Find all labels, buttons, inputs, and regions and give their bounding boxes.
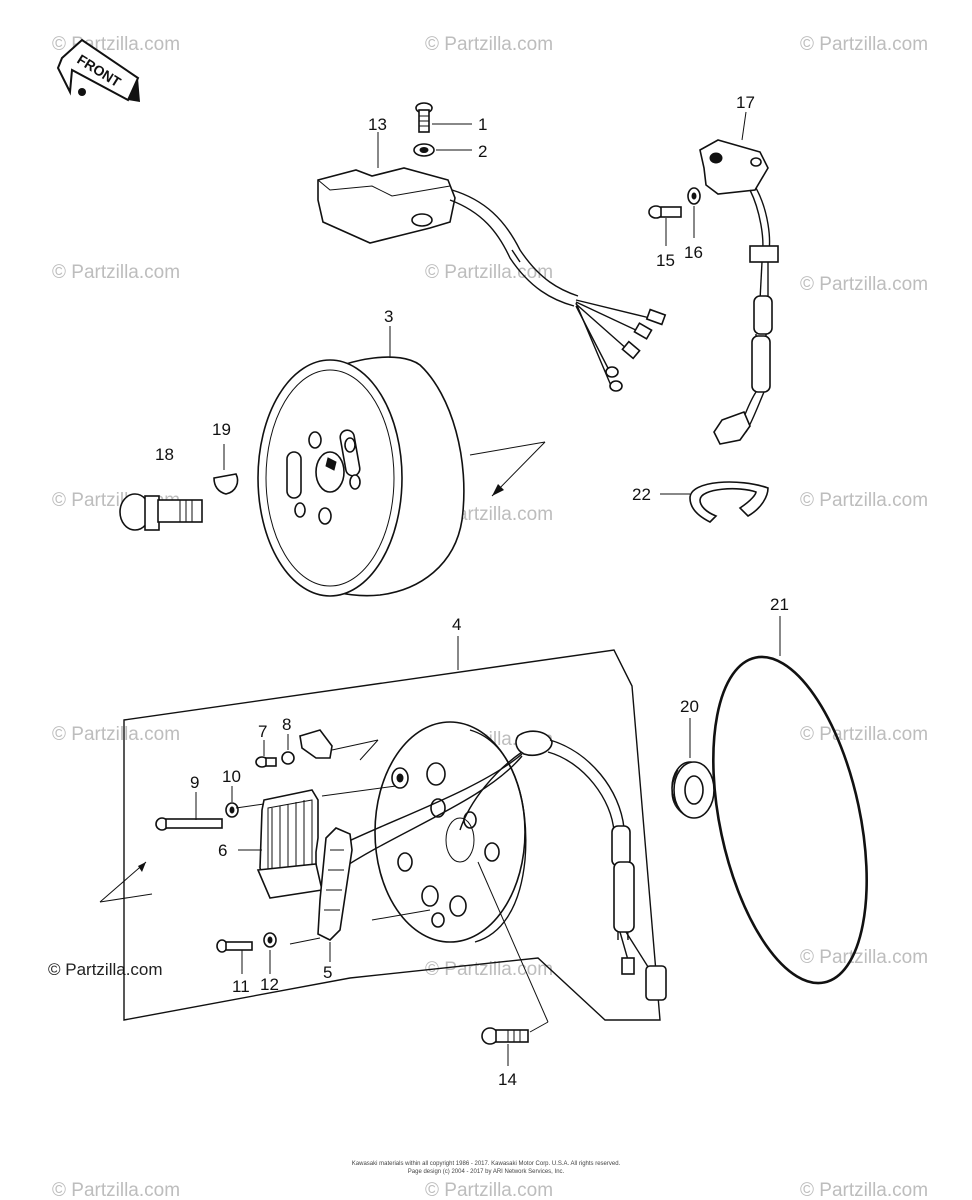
callout-7: 7 [258, 722, 267, 741]
o-ring-part [712, 655, 868, 985]
flywheel-bolt-part-18 [119, 493, 203, 531]
callout-1: 1 [478, 115, 487, 134]
washer-part-12 [263, 932, 277, 948]
callout-11: 11 [232, 977, 250, 996]
callout-17: 17 [736, 93, 755, 112]
callout-8: 8 [282, 715, 291, 734]
watermark-text: © Partzilla.com [425, 262, 553, 283]
callout-12: 12 [260, 975, 279, 994]
flywheel-rotor-part [257, 356, 465, 597]
pickup-coil-part [699, 139, 779, 445]
callout-5: 5 [323, 963, 332, 982]
watermark-text-dark: © Partzilla.com [48, 960, 163, 979]
screw-part-15 [648, 205, 682, 219]
watermark-text: © Partzilla.com [52, 1180, 180, 1200]
copyright-footer: Kawasaki materials within all copyright … [352, 1161, 621, 1175]
bolt-part-1 [415, 102, 433, 133]
watermark-text: © Partzilla.com [425, 959, 553, 980]
copyright-line-2: Page design (c) 2004 - 2017 by ARI Netwo… [408, 1169, 565, 1175]
callout-6: 6 [218, 841, 227, 860]
oil-seal-part [671, 761, 715, 819]
callout-16: 16 [684, 243, 703, 262]
callout-3: 3 [384, 307, 393, 326]
copyright-line-1: Kawasaki materials within all copyright … [352, 1161, 621, 1167]
watermark-text: © Partzilla.com [800, 724, 928, 745]
callout-labels: 1 2 3 4 5 6 7 8 9 10 11 12 13 14 15 16 1… [155, 93, 789, 1089]
wire-clamp-part [689, 481, 769, 523]
watermark-text: © Partzilla.com [800, 1180, 928, 1200]
woodruff-key-part-19 [213, 473, 239, 495]
screw-part-9 [155, 817, 223, 831]
watermark-text: © Partzilla.com [800, 274, 928, 295]
callout-20: 20 [680, 697, 699, 716]
screw-part-14 [481, 1027, 529, 1045]
pulser-coil-part-5 [317, 827, 353, 941]
watermark-text: © Partzilla.com [52, 724, 180, 745]
watermark-text: © Partzilla.com [425, 34, 553, 55]
callout-15: 15 [656, 251, 675, 270]
washer-part-16 [687, 187, 701, 205]
callout-2: 2 [478, 142, 487, 161]
watermark-text: © Partzilla.com [425, 1180, 553, 1200]
callout-22: 22 [632, 485, 651, 504]
stator-wire-harness [329, 730, 667, 1001]
callout-14: 14 [498, 1070, 517, 1089]
callout-21: 21 [770, 595, 789, 614]
washer-part-10 [225, 802, 239, 818]
stator-plate-part [374, 721, 527, 943]
callout-13: 13 [368, 115, 387, 134]
watermark-text: © Partzilla.com [52, 262, 180, 283]
callout-10: 10 [222, 767, 241, 786]
callout-19: 19 [212, 420, 231, 439]
callout-18: 18 [155, 445, 174, 464]
watermark-text: © Partzilla.com [800, 947, 928, 968]
stator-assembly-outline [123, 649, 661, 1021]
callout-9: 9 [190, 773, 199, 792]
watermark-text: © Partzilla.com [800, 34, 928, 55]
screw-part-7 [255, 756, 277, 768]
cdi-unit-part [317, 167, 667, 392]
source-coil-part-6 [256, 789, 323, 899]
screw-part-11 [216, 939, 253, 953]
watermark-text: © Partzilla.com [800, 490, 928, 511]
washer-part-2 [413, 143, 435, 157]
callout-4: 4 [452, 615, 461, 634]
lock-washer-part-8 [281, 729, 333, 765]
